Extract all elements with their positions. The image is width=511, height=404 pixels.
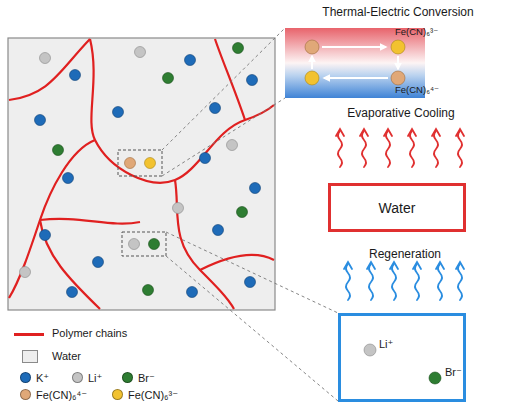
panel-heading: Evaporative Cooling [311, 107, 491, 120]
panel-heading: Thermal-Electric Conversion [313, 6, 483, 19]
legend-text: Polymer chains [52, 327, 127, 339]
thermal-electric-panel: Thermal-Electric ConversionFe(CN)₆³⁻Fe(C… [285, 28, 425, 98]
callout-box [118, 150, 162, 176]
bromide-ion [149, 239, 160, 250]
legend-swatch [20, 389, 31, 400]
legend-swatch [20, 372, 31, 383]
evaporative-cooling-panel: Evaporative CoolingWater [328, 183, 466, 232]
legend-text: K⁺ [36, 372, 49, 384]
absorption-arrows [344, 262, 464, 300]
legend-text: Fe(CN)₆³⁻ [128, 389, 178, 401]
ion-label: Br⁻ [445, 366, 475, 378]
bromide-ions [53, 43, 248, 296]
legend-swatch [112, 389, 123, 400]
lithium-ion [129, 239, 140, 250]
legend-text: Li⁺ [88, 372, 102, 384]
ferrocyanide-ion [125, 158, 136, 169]
hydrogel-box [8, 38, 275, 310]
legend-swatch [122, 372, 133, 383]
ion-label: Li⁺ [379, 338, 409, 350]
evaporation-arrows [336, 129, 464, 167]
ion-label: Fe(CN)₆⁴⁻ [395, 85, 445, 95]
legend-swatch [72, 372, 83, 383]
ion-label: Fe(CN)₆³⁻ [395, 27, 445, 37]
legend-text: Br⁻ [138, 372, 155, 384]
legend-text: Fe(CN)₆⁴⁻ [36, 389, 87, 401]
regeneration-panel: RegenerationLi⁺Br⁻ [338, 313, 466, 402]
lithium-ions [20, 47, 238, 278]
legend-line-sample [14, 333, 44, 336]
panel-heading: Regeneration [315, 248, 495, 261]
legend-text: Water [52, 350, 81, 362]
callout-box [122, 232, 166, 256]
ferricyanide-ion [145, 158, 156, 169]
polymer-chains [9, 39, 274, 309]
legend-swatch [22, 350, 38, 363]
potassium-ions [35, 55, 261, 298]
box-label: Water [331, 201, 463, 216]
